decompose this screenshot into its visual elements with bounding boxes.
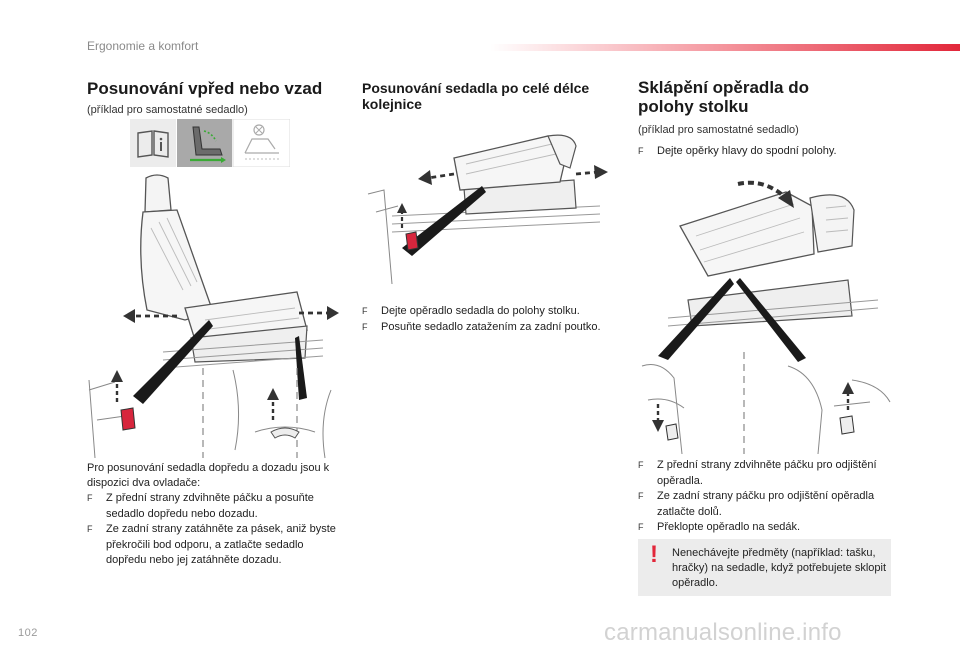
watermark: carmanualsonline.info	[604, 619, 842, 646]
seat-fold-illustration	[641, 180, 891, 455]
bullet-icon: F	[362, 306, 368, 316]
col1-title: Posunování vpřed nebo vzad	[87, 79, 323, 98]
col1-subtitle: (příklad pro samostatné sedadlo)	[87, 104, 248, 116]
page-number: 102	[18, 627, 38, 639]
warning-icon: !	[650, 541, 658, 568]
bullet-icon: F	[638, 146, 644, 156]
bullet-icon: F	[638, 460, 644, 470]
seat-icon-strip	[130, 119, 290, 167]
bullet-icon: F	[638, 491, 644, 501]
seat-slide-icon	[177, 119, 232, 167]
seat-fold-icon	[232, 119, 290, 167]
bullet-icon: F	[87, 524, 93, 534]
manual-book-icon	[130, 119, 176, 167]
warning-box	[638, 539, 891, 596]
seat-slide-illustration	[88, 174, 339, 459]
bullet-icon: F	[638, 522, 644, 532]
col2-title: Posunování sedadla po celé délce kolejni…	[362, 80, 590, 112]
bullet-icon: F	[362, 321, 368, 332]
chapter-title: Ergonomie a komfort	[87, 39, 199, 53]
col3-title: Sklápění opěradla do polohy stolku	[638, 78, 809, 116]
seat-rail-illustration	[367, 134, 608, 285]
bullet-icon: F	[87, 493, 93, 503]
warning-text: Nenechávejte předměty (například: tašku,…	[672, 547, 887, 589]
col3-subtitle: (příklad pro samostatné sedadlo)	[638, 124, 799, 136]
header-accent-bar	[490, 44, 960, 51]
col1-intro: Pro posunování sedadla dopředu a dozadu …	[87, 462, 330, 489]
